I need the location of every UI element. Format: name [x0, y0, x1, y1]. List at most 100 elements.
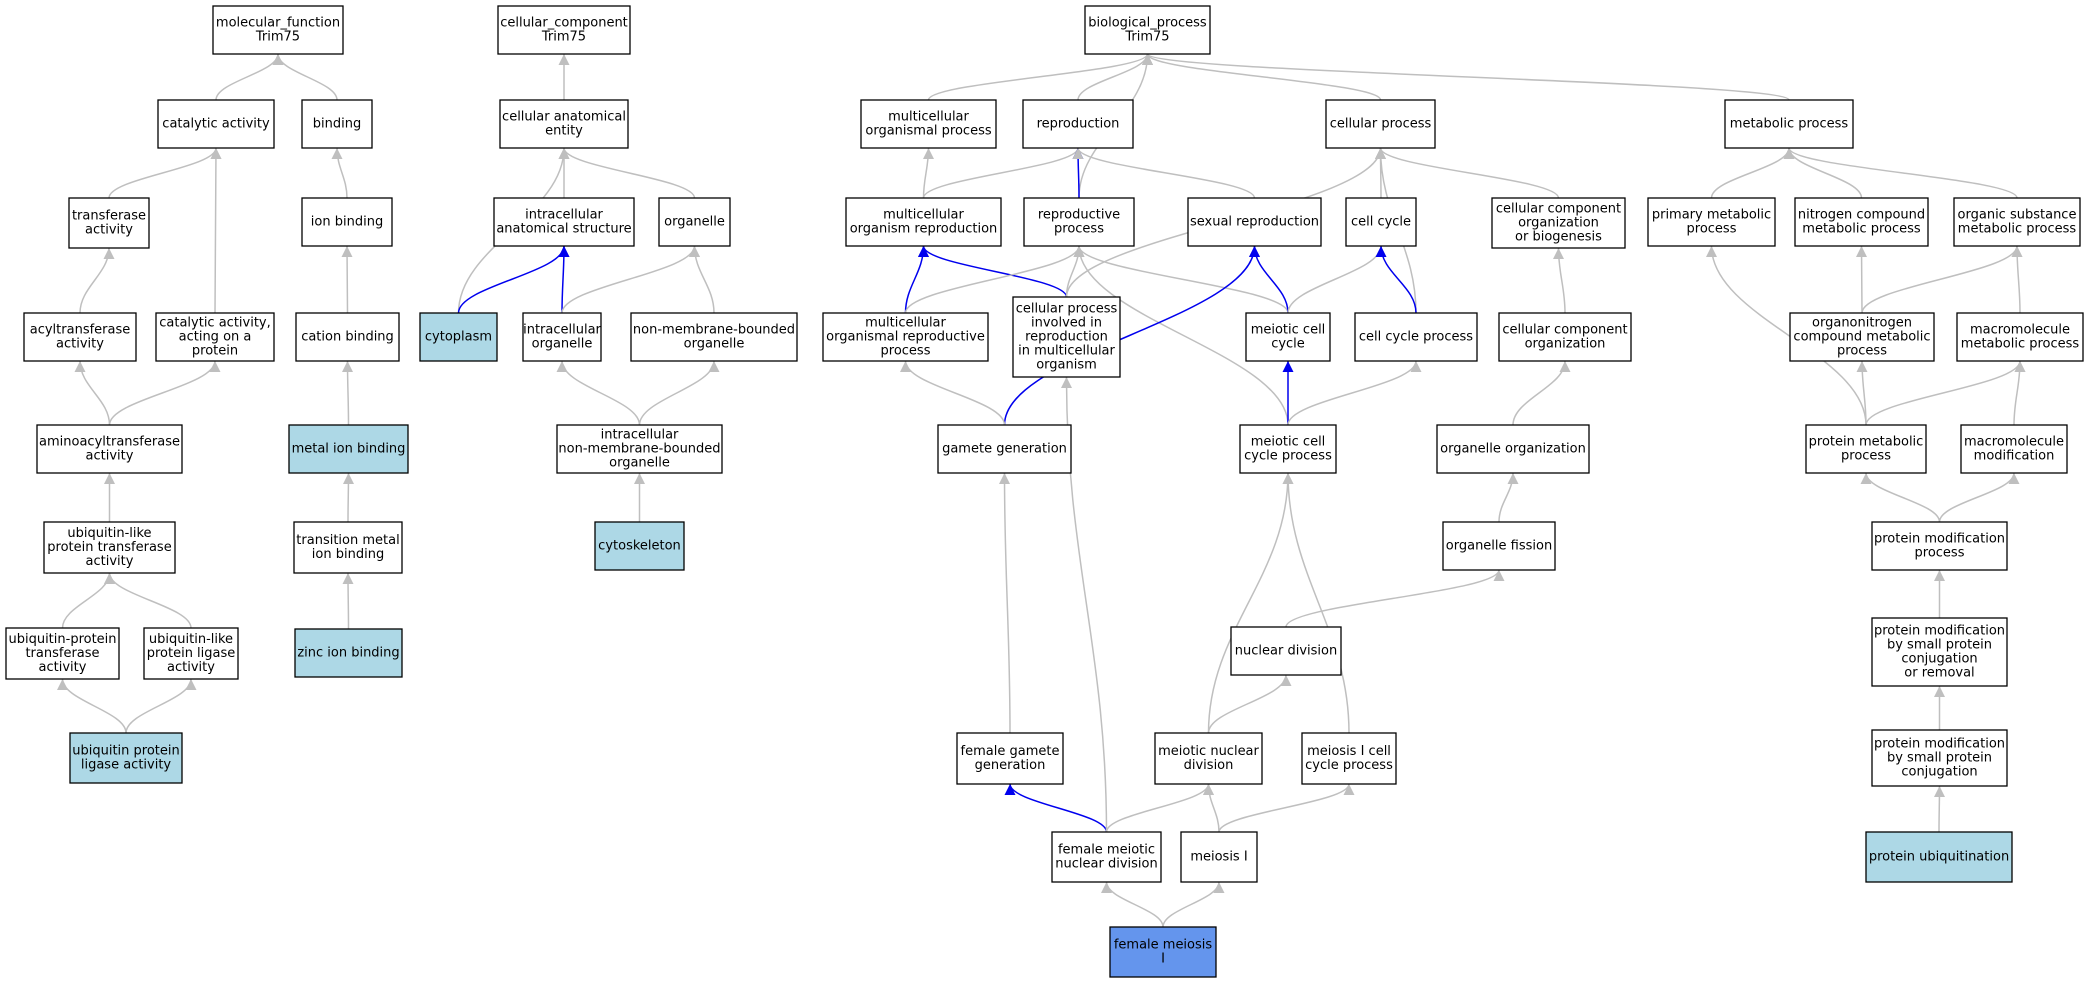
node-box — [1956, 312, 2084, 362]
node-box — [23, 312, 137, 362]
node-label-line: acyltransferase — [30, 323, 131, 338]
node-nucdiv[interactable]: nuclear division — [1230, 626, 1342, 676]
node-label-line: intracellular — [525, 208, 603, 223]
node-orgfission[interactable]: organelle fission — [1442, 521, 1556, 571]
node-box — [937, 424, 1072, 474]
node-box — [143, 627, 239, 680]
node-cytoskeleton[interactable]: cytoskeleton — [594, 521, 685, 571]
node-label-line: catalytic activity — [162, 117, 270, 132]
node-gamgen[interactable]: gamete generation — [937, 424, 1072, 474]
edge-macrometab-to-orgsubmetab — [2011, 245, 2023, 314]
node-orgorg[interactable]: organelle organization — [1436, 424, 1590, 474]
edge-nmborg-to-organelle — [689, 245, 715, 314]
node-label-line: conjugation — [1901, 765, 1977, 780]
node-label-line: or removal — [1904, 666, 1974, 681]
edge-ccob-to-cellproc — [1375, 147, 1560, 199]
node-binding[interactable]: binding — [301, 99, 373, 149]
node-intnmb[interactable]: intracellularnon-membrane-boundedorganel… — [556, 424, 723, 474]
edge-catprot-to-catalytic — [210, 147, 222, 314]
node-label-line: reproductive — [1038, 208, 1120, 223]
node-box — [1871, 729, 2008, 787]
node-label-line: ubiquitin-like — [149, 632, 233, 647]
node-label-line: ion binding — [311, 215, 383, 230]
node-cellcycle[interactable]: cell cycle — [1345, 197, 1417, 247]
node-organelle[interactable]: organelle — [658, 197, 731, 247]
edge-cpirmo-to-mcorgrepro — [918, 245, 1068, 298]
edge-aminoacyl-to-catprot — [108, 360, 221, 426]
node-label-line: generation — [975, 758, 1046, 773]
edge-ubligase-to-ublikeligase — [125, 678, 197, 734]
edge-transferase-to-catalytic — [108, 147, 222, 199]
edge-ccorg-to-ccob — [1553, 247, 1566, 314]
node-metalion[interactable]: metal ion binding — [288, 424, 409, 474]
node-repro[interactable]: reproduction — [1022, 99, 1134, 149]
node-sexrepro[interactable]: sexual reproduction — [1187, 197, 1322, 247]
node-zinc[interactable]: zinc ion binding — [294, 628, 403, 678]
node-cationbinding[interactable]: cation binding — [295, 312, 400, 362]
node-catalytic[interactable]: catalytic activity — [157, 99, 275, 149]
node-meiosis1[interactable]: meiosis I — [1180, 831, 1258, 883]
node-label-line: protein modification — [1874, 532, 2005, 547]
node-label-line: protein modification — [1874, 737, 2005, 752]
node-metab[interactable]: metabolic process — [1724, 99, 1854, 149]
node-box — [1871, 617, 2008, 687]
node-label-line: organelle organization — [1440, 442, 1586, 457]
node-box — [1442, 521, 1556, 571]
edge-meiosis1-to-meiosis1cc — [1218, 783, 1355, 833]
node-label-line: Trim75 — [1124, 30, 1169, 45]
node-ionbinding[interactable]: ion binding — [301, 197, 393, 247]
node-ccproc[interactable]: cell cycle process — [1354, 312, 1478, 362]
node-cytoplasm[interactable]: cytoplasm — [419, 312, 498, 362]
edge-ionbinding-to-binding — [331, 147, 348, 199]
edge-macromod-to-macrometab — [2013, 360, 2026, 426]
node-cellproc[interactable]: cellular process — [1325, 99, 1436, 149]
node-label-line: cellular process — [1330, 117, 1432, 132]
node-label-line: primary metabolic — [1652, 208, 1771, 223]
edge-meionucdiv-to-nucdiv — [1207, 674, 1292, 734]
node-box — [499, 99, 629, 149]
edge-protmod-to-protmetab — [1860, 472, 1941, 523]
node-protubiq[interactable]: protein ubiquitination — [1865, 831, 2013, 883]
